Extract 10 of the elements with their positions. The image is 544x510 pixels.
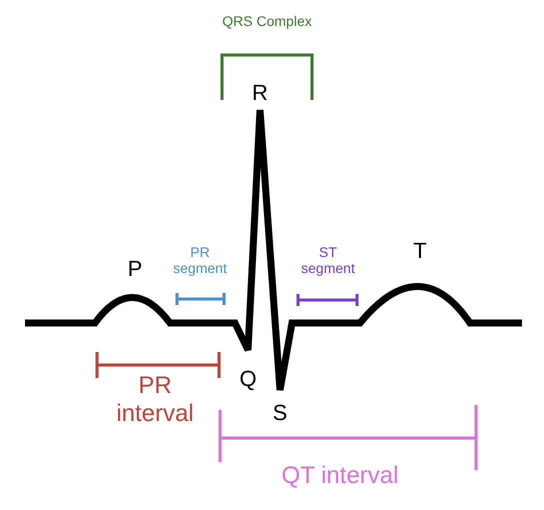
segment-label: ST segment [300,244,356,276]
interval-label: QT interval [280,462,400,490]
interval-label: PR interval [115,372,195,428]
wave-label: P [126,256,144,282]
wave-label: T [412,238,428,264]
segment-label: PR segment [172,244,228,276]
complex-label: QRS Complex [221,13,313,30]
wave-label: S [272,400,288,426]
wave-label: Q [238,366,258,392]
wave-label: R [251,80,269,106]
